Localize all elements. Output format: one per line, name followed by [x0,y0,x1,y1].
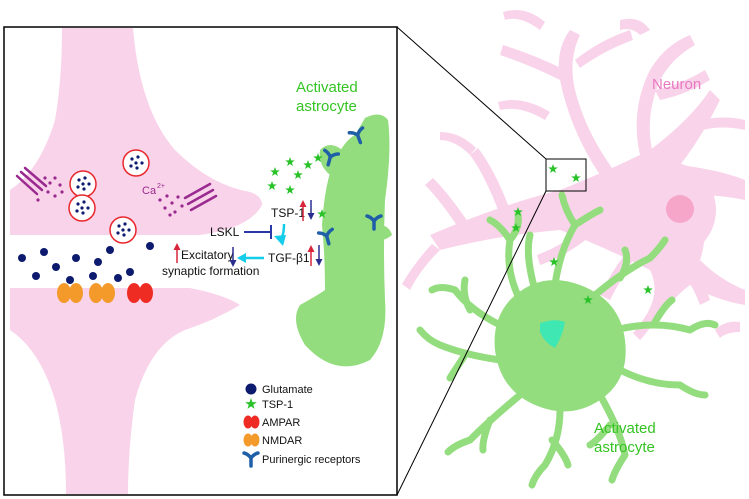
legend-label-purinergic: Purinergic receptors [262,454,361,466]
astrocyte-nucleus [540,320,565,348]
vesicle [69,170,97,198]
calcium-label: Ca [142,185,157,197]
zoom-line-top [396,26,547,160]
lskl-label: LSKL [210,225,240,239]
zoom-region-box [545,158,587,192]
tgf-down-arrow [315,245,323,266]
ampar-receptor [127,283,153,303]
glutamate-molecules [18,242,154,284]
neuron-label: Neuron [652,76,701,93]
legend-label-nmdar: NMDAR [262,435,302,447]
legend-label-tsp1: TSP-1 [262,399,293,411]
legend-label-glutamate: Glutamate [262,384,313,396]
calcium-ions-left [36,176,64,202]
tsp1-label: TSP-1 [271,206,305,220]
neuron-nucleus [666,195,694,223]
astrocyte-inset-label-line2: astrocyte [296,98,357,115]
postsynaptic-terminal [10,288,240,494]
excitatory-up-arrow [173,243,181,263]
nmdar-receptor-icon [243,433,260,447]
inset-astrocyte-process [372,225,392,241]
astrocyte-inset-label-line1: Activated [296,79,358,96]
tgf-beta1-label: TGF-β1 [268,251,310,265]
astrocyte-main-label-line2: astrocyte [594,439,655,456]
tsp1-down-arrow [307,200,315,220]
glutamate-dot-icon [245,383,257,395]
tgf-to-synapse-arrow [237,253,264,263]
inset-astrocyte-cell [296,114,390,367]
excitatory-down-arrow [229,247,237,267]
tgf-up-arrow [307,245,315,266]
calcium-ions-right [158,194,184,217]
calcium-superscript: 2+ [157,183,165,190]
legend: Glutamate TSP-1 AMPAR NMDAR Purinergic r… [242,383,361,468]
main-astrocyte-cell [416,191,719,489]
nmdar-receptor [89,283,115,303]
excitatory-label-line1: Excitatory [181,248,234,262]
calcium-channels-left [15,166,48,196]
vesicle [122,149,150,177]
vesicle [68,194,96,222]
lskl-inhibit-arrow [244,225,272,239]
vesicle [109,216,137,244]
astrocyte-main-label-line1: Activated [594,420,656,437]
synaptic-vesicles [68,149,150,244]
excitatory-label-line2: synaptic formation [162,264,259,278]
tsp1-to-tgf-arrow [274,223,286,246]
nmdar-receptor [57,283,83,303]
ampar-receptor-icon [243,415,260,429]
calcium-channels-right [183,182,218,212]
tsp1-up-arrow [299,200,307,221]
zoom-line-bottom [396,190,547,496]
legend-label-ampar: AMPAR [262,417,300,429]
